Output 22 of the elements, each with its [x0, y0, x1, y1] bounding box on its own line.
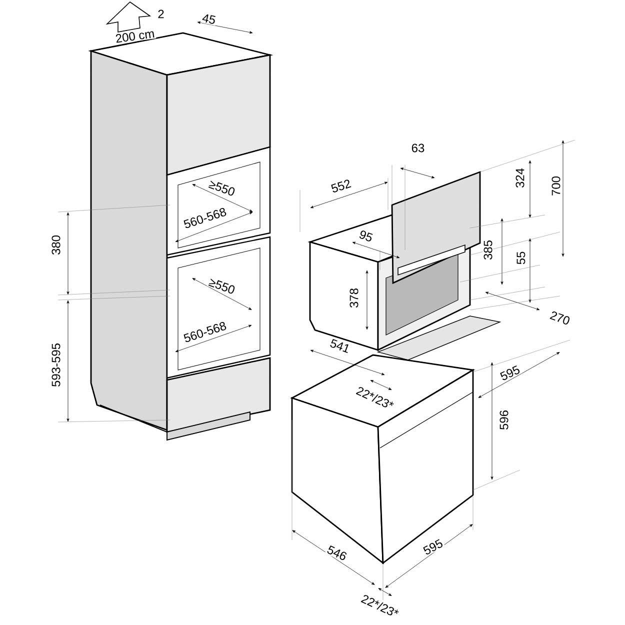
dimension-label: 552 — [328, 178, 354, 194]
dimension-label: 63 — [410, 142, 426, 154]
dimension-label: 541 — [328, 337, 352, 355]
dimension-label: 385 — [482, 239, 494, 261]
dimension-label: 700 — [550, 175, 562, 197]
dimension-label: 45 — [200, 12, 218, 26]
dimension-label: 95 — [357, 228, 375, 244]
dimension-label: 595 — [420, 537, 446, 557]
dimension-label: 560-568 — [181, 320, 229, 344]
dimension-label: 270 — [548, 309, 572, 327]
dimension-label: 324 — [514, 166, 526, 189]
dimension-label: 55 — [516, 250, 526, 266]
dimension-label: 2 — [156, 8, 166, 20]
dimension-label: ≥550 — [206, 276, 238, 296]
dimension-label: 596 — [498, 409, 510, 431]
dimension-label: 546 — [324, 544, 350, 562]
dimension-label: 595 — [498, 364, 522, 382]
dimension-label: 593-595 — [50, 342, 62, 388]
dimension-label: 200 cm — [114, 28, 156, 44]
dimension-label: 380 — [50, 234, 62, 256]
dimension-label: 560-568 — [181, 206, 229, 230]
dimension-label: ≥550 — [206, 178, 238, 198]
